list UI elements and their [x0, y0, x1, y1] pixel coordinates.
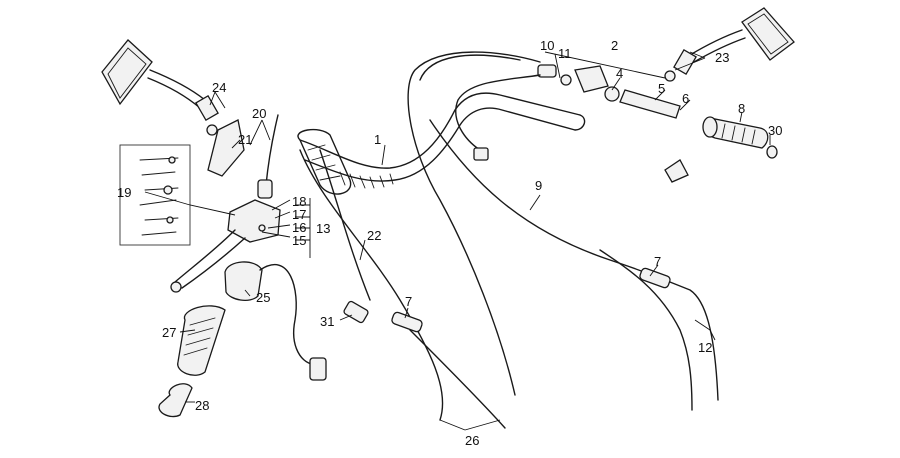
left-bar-sleeve — [297, 128, 352, 195]
label-26: 26 — [465, 433, 479, 448]
label-20: 20 — [252, 106, 266, 121]
label-11: 11 — [558, 46, 572, 61]
label-18: 18 — [292, 194, 306, 209]
label-5: 5 — [658, 81, 665, 96]
handlebar — [299, 92, 586, 189]
label-25: 25 — [256, 290, 270, 305]
right-controls — [537, 64, 778, 183]
left-lever-assembly — [170, 119, 281, 293]
label-24: 24 — [212, 80, 226, 95]
leader-lines — [144, 51, 771, 431]
label-7-right: 7 — [654, 254, 661, 269]
label-16: 16 — [292, 220, 306, 235]
label-30: 30 — [768, 123, 782, 138]
label-28: 28 — [195, 398, 209, 413]
label-13: 13 — [316, 221, 330, 236]
left-grip-group — [158, 261, 263, 418]
left-mirror — [101, 39, 219, 136]
label-15: 15 — [292, 233, 306, 248]
label-31: 31 — [320, 314, 334, 329]
label-2: 2 — [611, 38, 618, 53]
label-4: 4 — [616, 66, 623, 81]
small-parts-box — [119, 144, 191, 246]
cables — [257, 51, 719, 429]
label-12: 12 — [698, 340, 712, 355]
label-8: 8 — [738, 101, 745, 116]
label-19: 19 — [117, 185, 131, 200]
label-23: 23 — [715, 50, 729, 65]
right-mirror — [664, 7, 795, 82]
label-27: 27 — [162, 325, 176, 340]
label-9: 9 — [535, 178, 542, 193]
label-17: 17 — [292, 207, 306, 222]
label-6: 6 — [682, 91, 689, 106]
label-22: 22 — [367, 228, 381, 243]
label-21: 21 — [238, 132, 252, 147]
label-10: 10 — [540, 38, 554, 53]
label-7-left: 7 — [405, 294, 412, 309]
part-labels: 1 2 4 5 6 7 7 8 9 10 11 12 13 15 16 17 1… — [117, 38, 782, 448]
label-1: 1 — [374, 132, 381, 147]
